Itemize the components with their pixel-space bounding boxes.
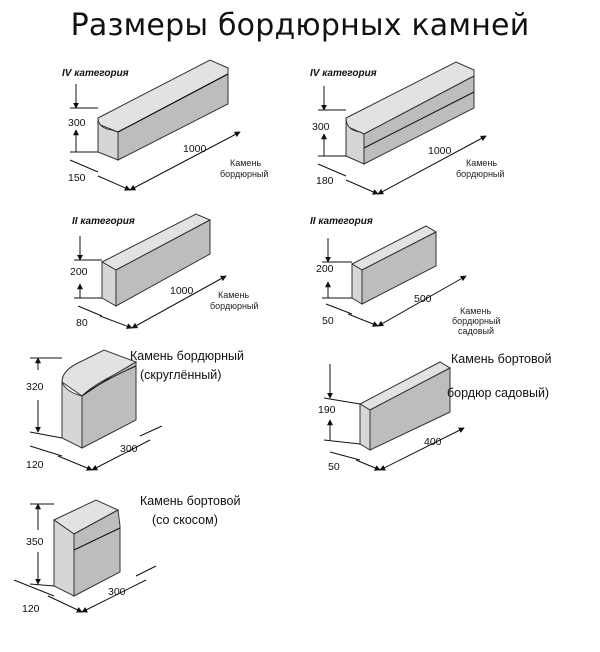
block-end-face (53, 519, 75, 597)
width-value: 50 (322, 315, 334, 327)
length-value: 1000 (183, 143, 207, 155)
length-value: 300 (120, 443, 138, 455)
height-value: 320 (26, 381, 44, 393)
width-value: 120 (22, 603, 40, 615)
stone-name-line1: Камень (230, 158, 261, 168)
stone-name-line2: (скруглённый) (140, 368, 221, 382)
length-arrow (377, 135, 487, 195)
category-label: IV категория (62, 68, 129, 79)
height-value: 200 (70, 266, 88, 278)
width-value: 180 (316, 175, 334, 187)
width-value: 80 (76, 317, 88, 329)
category-label: II категория (72, 216, 135, 227)
height-value: 200 (316, 263, 334, 275)
stone-name-line3: садовый (458, 326, 494, 336)
length-arrow (129, 131, 241, 191)
length-value: 500 (414, 293, 432, 305)
width-value: 50 (328, 461, 340, 473)
height-value: 300 (312, 121, 330, 133)
curb-stone-garden: Камень бортовой бордюр садовый) 190 50 4… (318, 352, 551, 473)
height-value: 300 (68, 117, 86, 129)
curb-stone-ii-80: II категория 200 80 1000 Камень бордюрны… (70, 213, 258, 329)
width-value: 150 (68, 172, 86, 184)
stone-name-line2: бордюр садовый) (447, 386, 549, 400)
stone-name-line2: бордюрный (452, 316, 500, 326)
stone-name-line2: бордюрный (220, 169, 268, 179)
stone-name-line1: Камень бортовой (140, 494, 240, 508)
block-end-face (101, 261, 117, 307)
block-end-face (351, 263, 363, 305)
length-value: 400 (424, 436, 442, 448)
length-arrow (377, 275, 467, 327)
length-arrow (379, 427, 465, 471)
height-value: 190 (318, 404, 336, 416)
curb-stone-iv-150: IV категория 300 150 1000 Камень бордюрн… (62, 59, 268, 191)
page-title: Размеры бордюрных камней (70, 8, 530, 43)
category-label: IV категория (310, 68, 377, 79)
stone-name-line1: Камень (218, 290, 249, 300)
curb-stone-beveled: Камень бортовой (со скосом) 350 120 300 (13, 494, 240, 615)
stone-name-line2: бордюрный (456, 169, 504, 179)
curb-stone-iv-180: IV категория 300 180 1000 Камень бордюрн… (310, 61, 504, 195)
stone-name-line2: (со скосом) (152, 513, 218, 527)
curb-stone-ii-50: II категория 200 50 500 Камень бордюрный… (310, 216, 500, 336)
height-value: 350 (26, 536, 44, 548)
block-front-face (81, 361, 137, 449)
length-value: 1000 (428, 145, 452, 157)
length-value: 300 (108, 586, 126, 598)
length-value: 1000 (170, 285, 194, 297)
stone-name-line1: Камень (466, 158, 497, 168)
stone-name-line1: Камень бортовой (451, 352, 551, 366)
block-front-face (73, 509, 121, 597)
length-arrow (131, 275, 227, 329)
block-end-face (359, 403, 371, 451)
category-label: II категория (310, 216, 373, 227)
curb-stone-rounded: Камень бордюрный (скруглённый) 320 120 3… (26, 349, 244, 471)
width-value: 120 (26, 459, 44, 471)
stone-name-line1: Камень бордюрный (130, 349, 244, 363)
stone-name-line2: бордюрный (210, 301, 258, 311)
stone-name-line1: Камень (460, 306, 491, 316)
